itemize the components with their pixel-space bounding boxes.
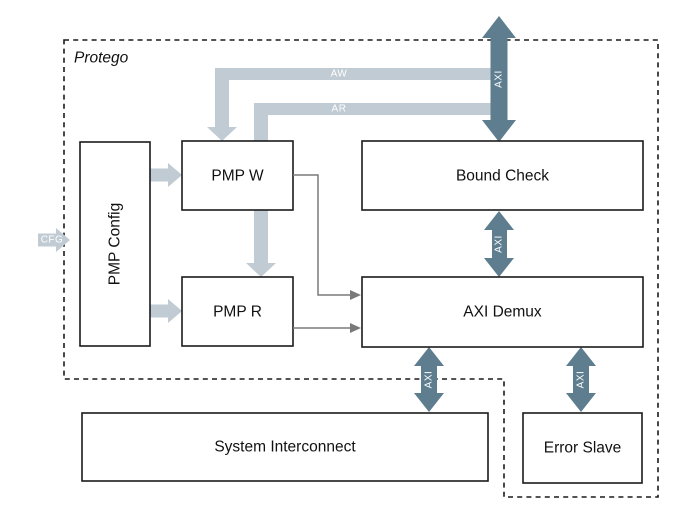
- pmp-config-box: [79, 141, 151, 347]
- aw-channel-arrow: [207, 68, 499, 141]
- bound-check-box: [361, 140, 644, 211]
- axi-demux-interconnect-arrow: [414, 347, 444, 412]
- error-slave-box: [522, 412, 643, 484]
- ar-arrow-label: AR: [332, 104, 347, 115]
- pmp-config-label: PMP Config: [107, 203, 124, 285]
- error-slave-label: Error Slave: [544, 440, 622, 457]
- pmpw-to-demux-arrowhead: [350, 290, 361, 300]
- pmpr-to-demux-arrowhead: [350, 323, 361, 333]
- axi-demux-box: [361, 276, 644, 348]
- axi-demux-label: AXI Demux: [463, 304, 542, 321]
- axi-top-arrow: [482, 16, 516, 142]
- protego-title: Protego: [74, 50, 129, 67]
- config-to-pmpw-arrow: [150, 163, 182, 187]
- pmp-w-label: PMP W: [211, 168, 264, 185]
- pmpw-to-demux-connector: [293, 174, 350, 296]
- pmp-w-box: [181, 140, 294, 211]
- pmp-r-box: [181, 276, 294, 347]
- axi-demux-interconnect-arrow-label: AXI: [424, 371, 435, 389]
- axi-demux-error-arrow-label: AXI: [576, 371, 587, 389]
- config-to-pmpr-arrow: [150, 299, 182, 323]
- system-interconnect-label: System Interconnect: [214, 439, 356, 456]
- axi-bound-demux-arrow-label: AXI: [494, 235, 505, 253]
- axi-demux-errorslave-arrow: [566, 347, 596, 412]
- aw-arrow-label: AW: [331, 69, 348, 80]
- axi-boundcheck-demux-arrow: [484, 211, 514, 277]
- cfg-arrow-label: CFG: [41, 235, 64, 246]
- bound-check-label: Bound Check: [456, 168, 549, 185]
- cfg-input-arrow: [38, 228, 70, 252]
- system-interconnect-box: [81, 412, 489, 482]
- pmp-r-label: PMP R: [213, 304, 262, 321]
- axi-top-arrow-label: AXI: [494, 70, 505, 88]
